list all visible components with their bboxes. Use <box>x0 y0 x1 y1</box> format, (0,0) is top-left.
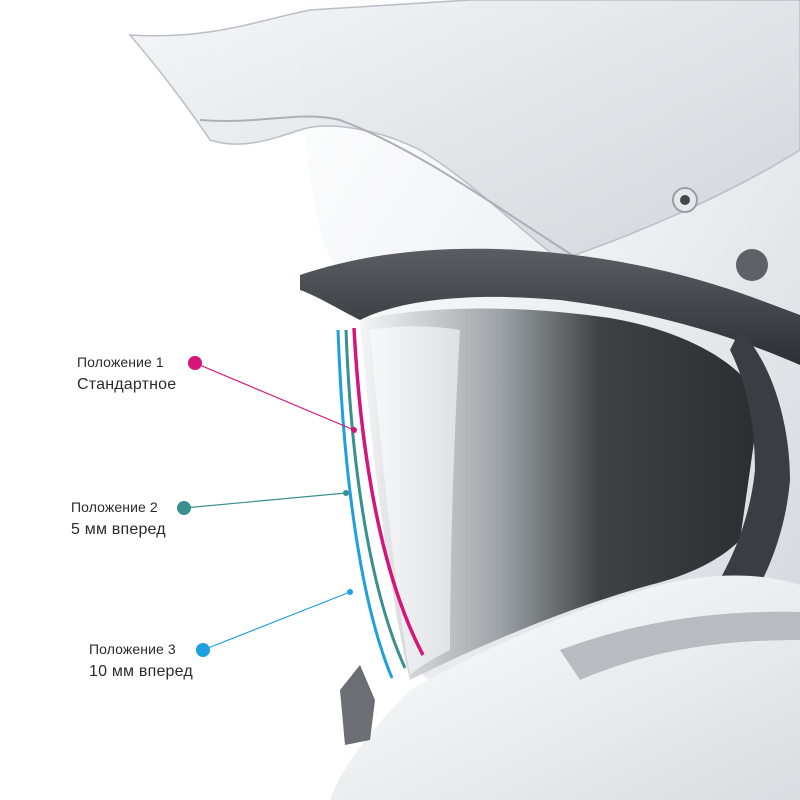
visor-edge-position-1 <box>352 327 425 656</box>
helmet-trim <box>300 248 800 365</box>
leader-line-position-2 <box>183 492 347 509</box>
visor-highlight <box>370 326 460 675</box>
position-1-title: Положение 1 <box>77 354 164 370</box>
tinted-visor <box>360 308 760 680</box>
marker-dot-position-2 <box>177 501 191 515</box>
label-position-3: Положение 3 10 мм вперед <box>89 641 193 681</box>
visor-edge-position-2 <box>344 329 407 669</box>
visor-edge-position-3 <box>336 329 394 679</box>
anchor-dot-position-1 <box>351 427 357 433</box>
position-3-title: Положение 3 <box>89 641 176 657</box>
anchor-dot-position-3 <box>347 589 353 595</box>
position-2-subtitle: 5 мм вперед <box>71 521 166 538</box>
position-1-subtitle: Стандартное <box>77 376 177 393</box>
anchor-dot-position-2 <box>343 490 349 496</box>
position-2-title: Положение 2 <box>71 499 158 515</box>
label-position-2: Положение 2 5 мм вперед <box>71 499 166 539</box>
leader-line-position-1 <box>194 362 355 431</box>
vent-knob <box>736 249 768 281</box>
leader-line-position-3 <box>202 591 351 651</box>
label-position-1: Положение 1 Стандартное <box>77 354 176 394</box>
chin-vent <box>340 665 375 745</box>
marker-dot-position-3 <box>196 643 210 657</box>
side-frame <box>700 330 790 640</box>
chin-trim <box>560 611 800 680</box>
position-3-subtitle: 10 мм вперед <box>89 663 193 680</box>
marker-dot-position-1 <box>188 356 202 370</box>
